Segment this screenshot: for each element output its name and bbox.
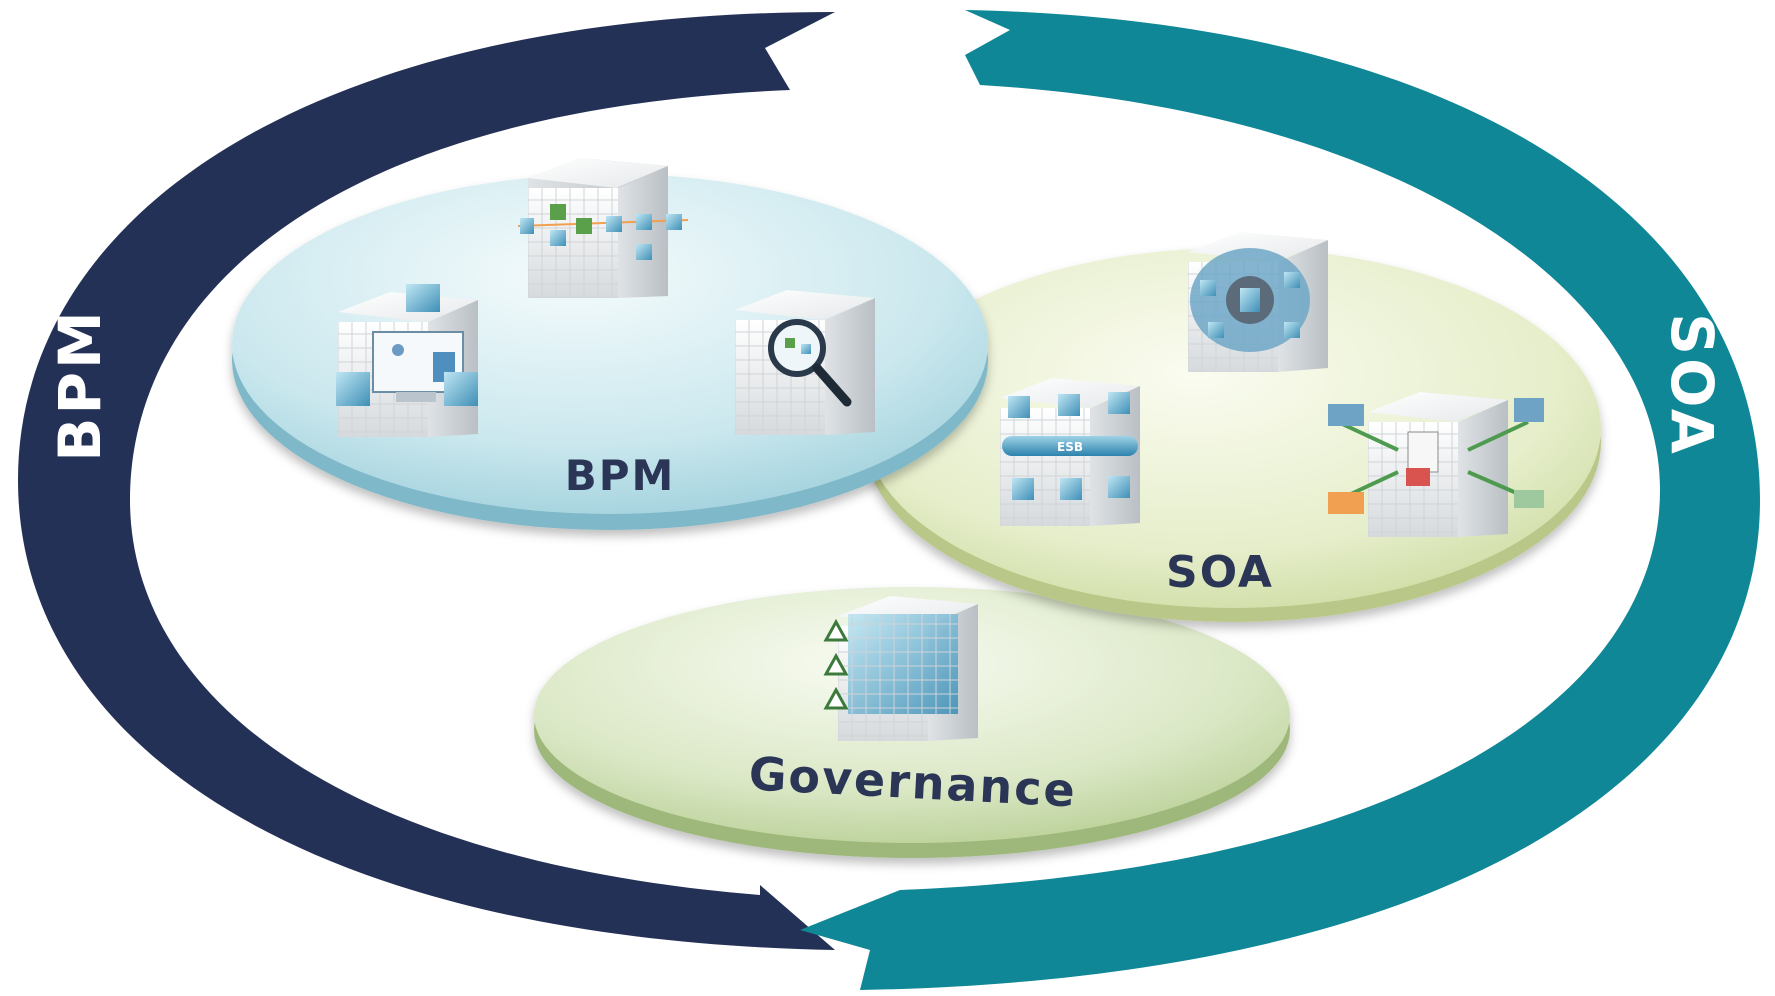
- bpm-dashboard-cube-icon: [336, 284, 478, 437]
- bpm-arc-label: BPM: [46, 308, 114, 461]
- soa-disc-label: SOA: [1166, 547, 1274, 598]
- bpm-process-cube-icon: [517, 158, 689, 298]
- bpm-disc-label: BPM: [565, 451, 676, 500]
- bpm-arc: [18, 12, 835, 950]
- governance-cube-icon: [823, 596, 978, 741]
- soa-arc-label: SOA: [1658, 313, 1726, 456]
- bpm-analytics-cube-icon: [735, 290, 875, 435]
- soa-esb-cube-icon: ESB: [1000, 378, 1140, 526]
- soa-integration-cube-icon: [1328, 392, 1544, 537]
- soa-arc: [800, 10, 1760, 990]
- esb-label: ESB: [1057, 440, 1083, 454]
- soa-registry-cube-icon: [1188, 232, 1328, 372]
